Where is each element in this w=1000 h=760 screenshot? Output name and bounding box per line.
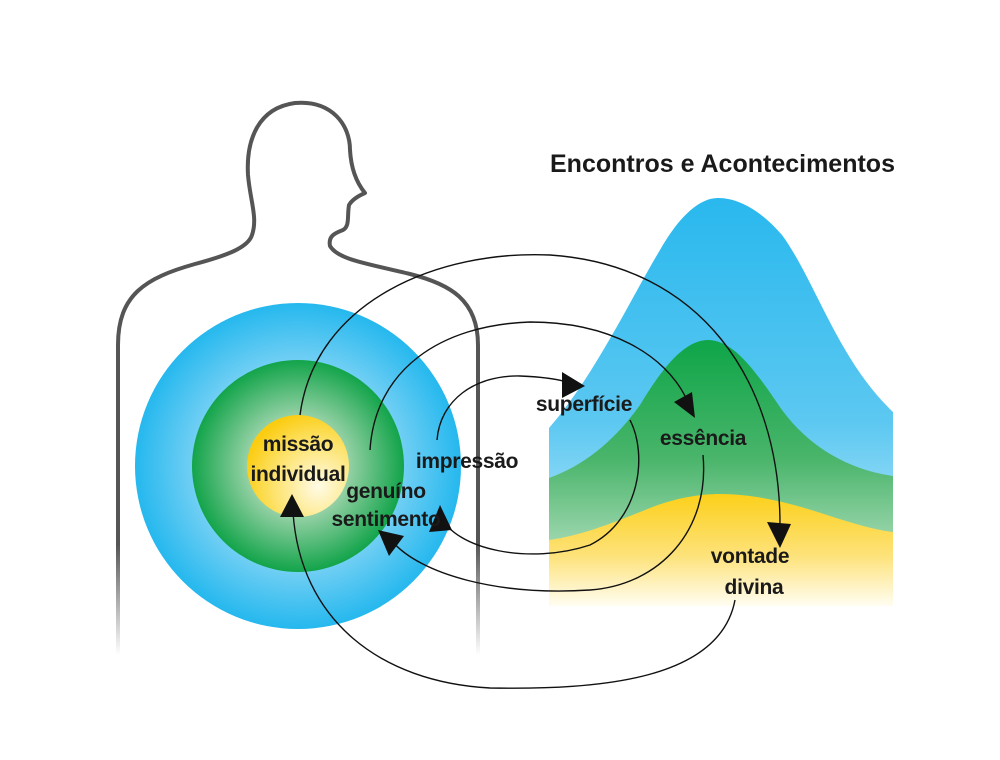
diagram-title: Encontros e Acontecimentos: [550, 150, 895, 178]
label-sentimento: sentimento: [331, 508, 440, 531]
label-genuino: genuíno: [346, 480, 426, 503]
label-vontade: vontade: [711, 545, 789, 568]
inner-return-path: [439, 419, 640, 555]
inner-loop-path: [436, 375, 573, 441]
label-individual: individual: [250, 463, 345, 486]
label-essencia: essência: [660, 427, 747, 450]
label-impressao: impressão: [416, 450, 518, 473]
outer-loop-path: [299, 253, 781, 526]
inner-yellow-circle: [247, 415, 349, 517]
label-missao: missão: [263, 433, 334, 456]
arrowhead-impressao: [429, 505, 452, 532]
middle-loop-path: [369, 321, 687, 451]
mountain-yellow-layer: [549, 494, 893, 606]
label-superficie: superfície: [536, 393, 632, 416]
arrowhead-superficie: [562, 372, 585, 398]
outer-return-path: [292, 511, 736, 689]
label-divina: divina: [725, 576, 785, 599]
arrowhead-essencia: [674, 392, 695, 418]
middle-return-path: [390, 454, 705, 592]
arrowhead-vontade: [767, 522, 791, 548]
arrowhead-missao: [280, 494, 304, 517]
person-silhouette: [116, 100, 480, 657]
arrowhead-sentimento: [378, 530, 404, 556]
